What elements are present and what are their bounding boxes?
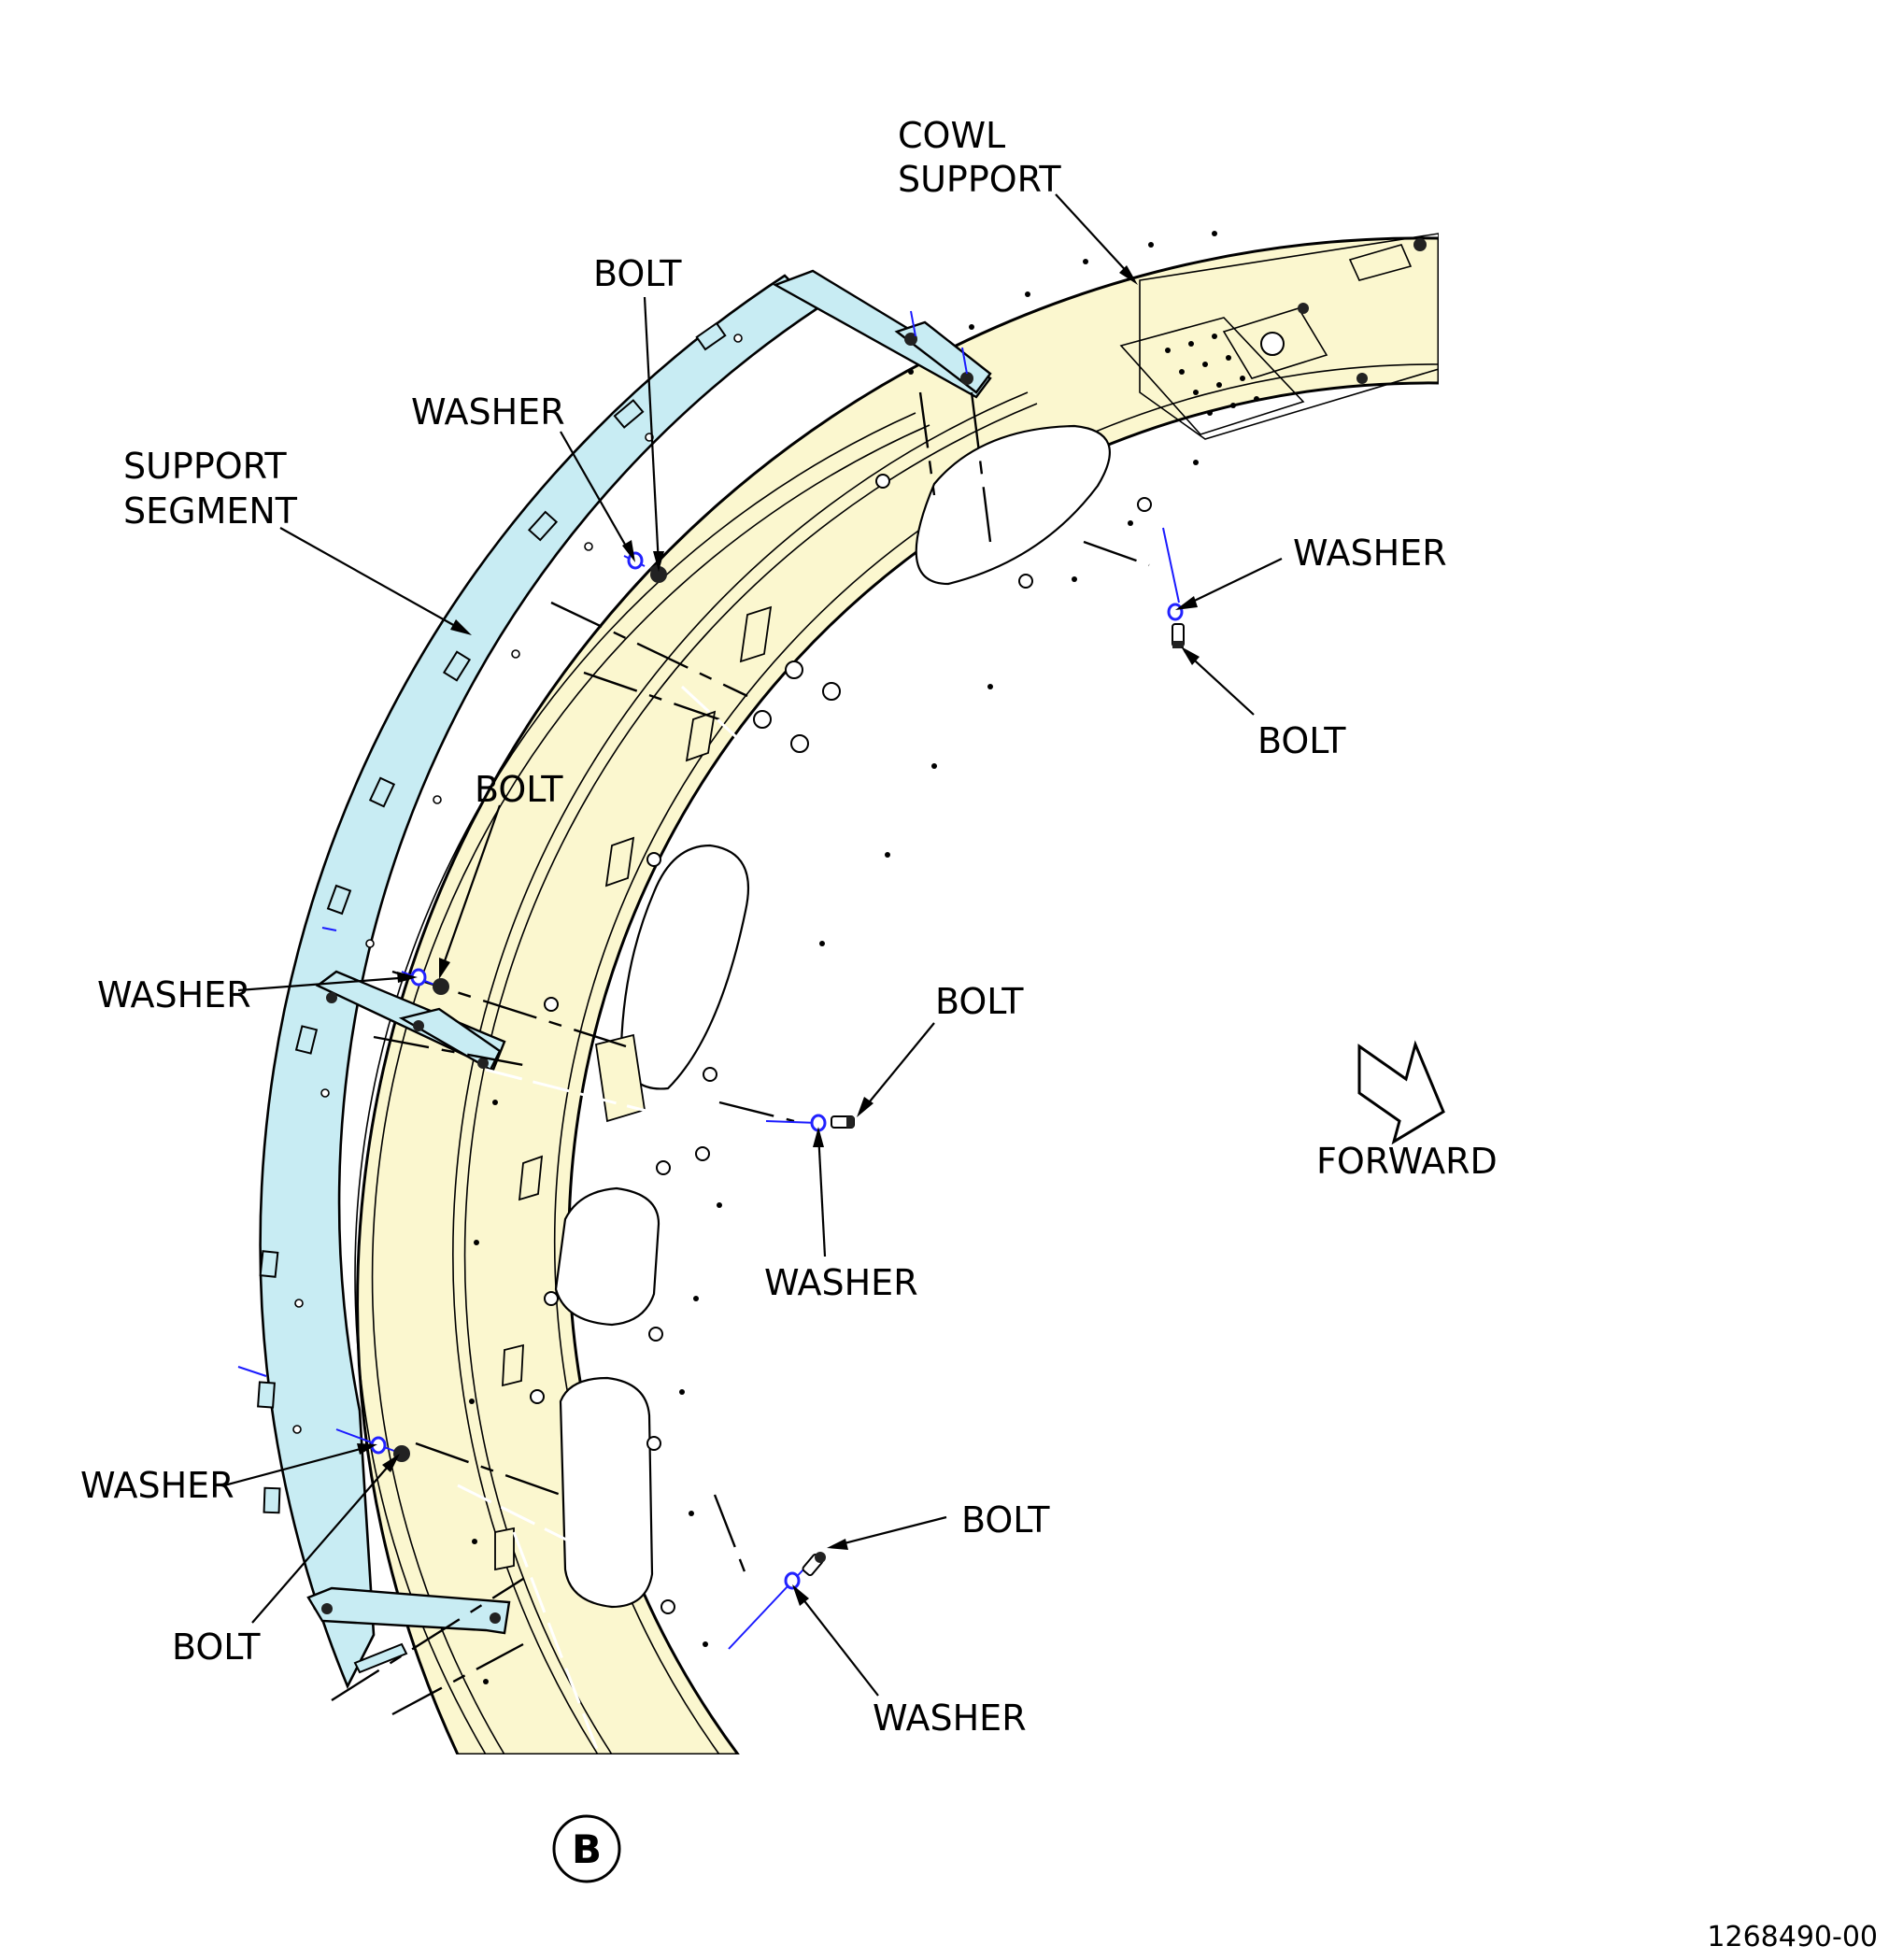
washer-label-middle-right: WASHER [764, 1262, 918, 1303]
bolt-label-middle-left: BOLT [475, 769, 563, 810]
bolt-label-lower-left: BOLT [172, 1626, 261, 1668]
bolt-icon [1172, 623, 1185, 648]
view-callout [552, 1814, 621, 1883]
ring-edge-holes [469, 231, 1217, 1684]
lower-bracket [306, 1586, 511, 1674]
bolt-label-lower-right: BOLT [961, 1499, 1050, 1541]
support-segment-label-line2: SEGMENT [123, 490, 298, 532]
exploded-centerlines [331, 391, 1150, 1753]
hardware [237, 310, 1185, 1650]
washer-icon [1162, 527, 1184, 621]
upper-bracket [773, 269, 992, 399]
washer-label-middle-left: WASHER [97, 974, 251, 1016]
figure-number: 1268490-00 [1707, 1921, 1878, 1953]
bolt-icon [802, 1552, 826, 1577]
washer-icon [728, 1569, 804, 1650]
bolt-label-right-top: BOLT [1257, 720, 1346, 761]
bolt-icon [433, 978, 449, 995]
washer-label-top: WASHER [411, 391, 565, 433]
leader-lines [223, 193, 1283, 1697]
cowl-support-label-line1: COWL [898, 115, 1005, 156]
ring-cutouts [554, 424, 1111, 1609]
forward-label: FORWARD [1316, 1141, 1498, 1182]
bolt-icon [649, 563, 667, 583]
web-brackets [494, 605, 773, 1571]
support-segment-label-line1: SUPPORT [123, 446, 287, 487]
view-label: B [572, 1826, 602, 1872]
washer-label-right-top: WASHER [1293, 533, 1447, 574]
cowl-support-ring [354, 231, 1439, 1754]
bolt-label-top: BOLT [593, 253, 682, 294]
washer-icon [335, 1428, 403, 1455]
top-mount-plate [1119, 233, 1439, 440]
washer-label-lower-left: WASHER [80, 1465, 234, 1506]
bolt-icon [831, 1115, 855, 1129]
washer-icon [765, 1114, 827, 1132]
bolt-label-middle-right: BOLT [935, 981, 1024, 1022]
forward-arrow-icon [1357, 1040, 1445, 1145]
middle-bracket [315, 970, 506, 1072]
washer-label-lower-right: WASHER [873, 1697, 1027, 1739]
labels: COWL SUPPORT BOLT WASHER SUPPORT SEGMENT… [80, 115, 1878, 1953]
cowl-support-label-line2: SUPPORT [898, 159, 1061, 200]
